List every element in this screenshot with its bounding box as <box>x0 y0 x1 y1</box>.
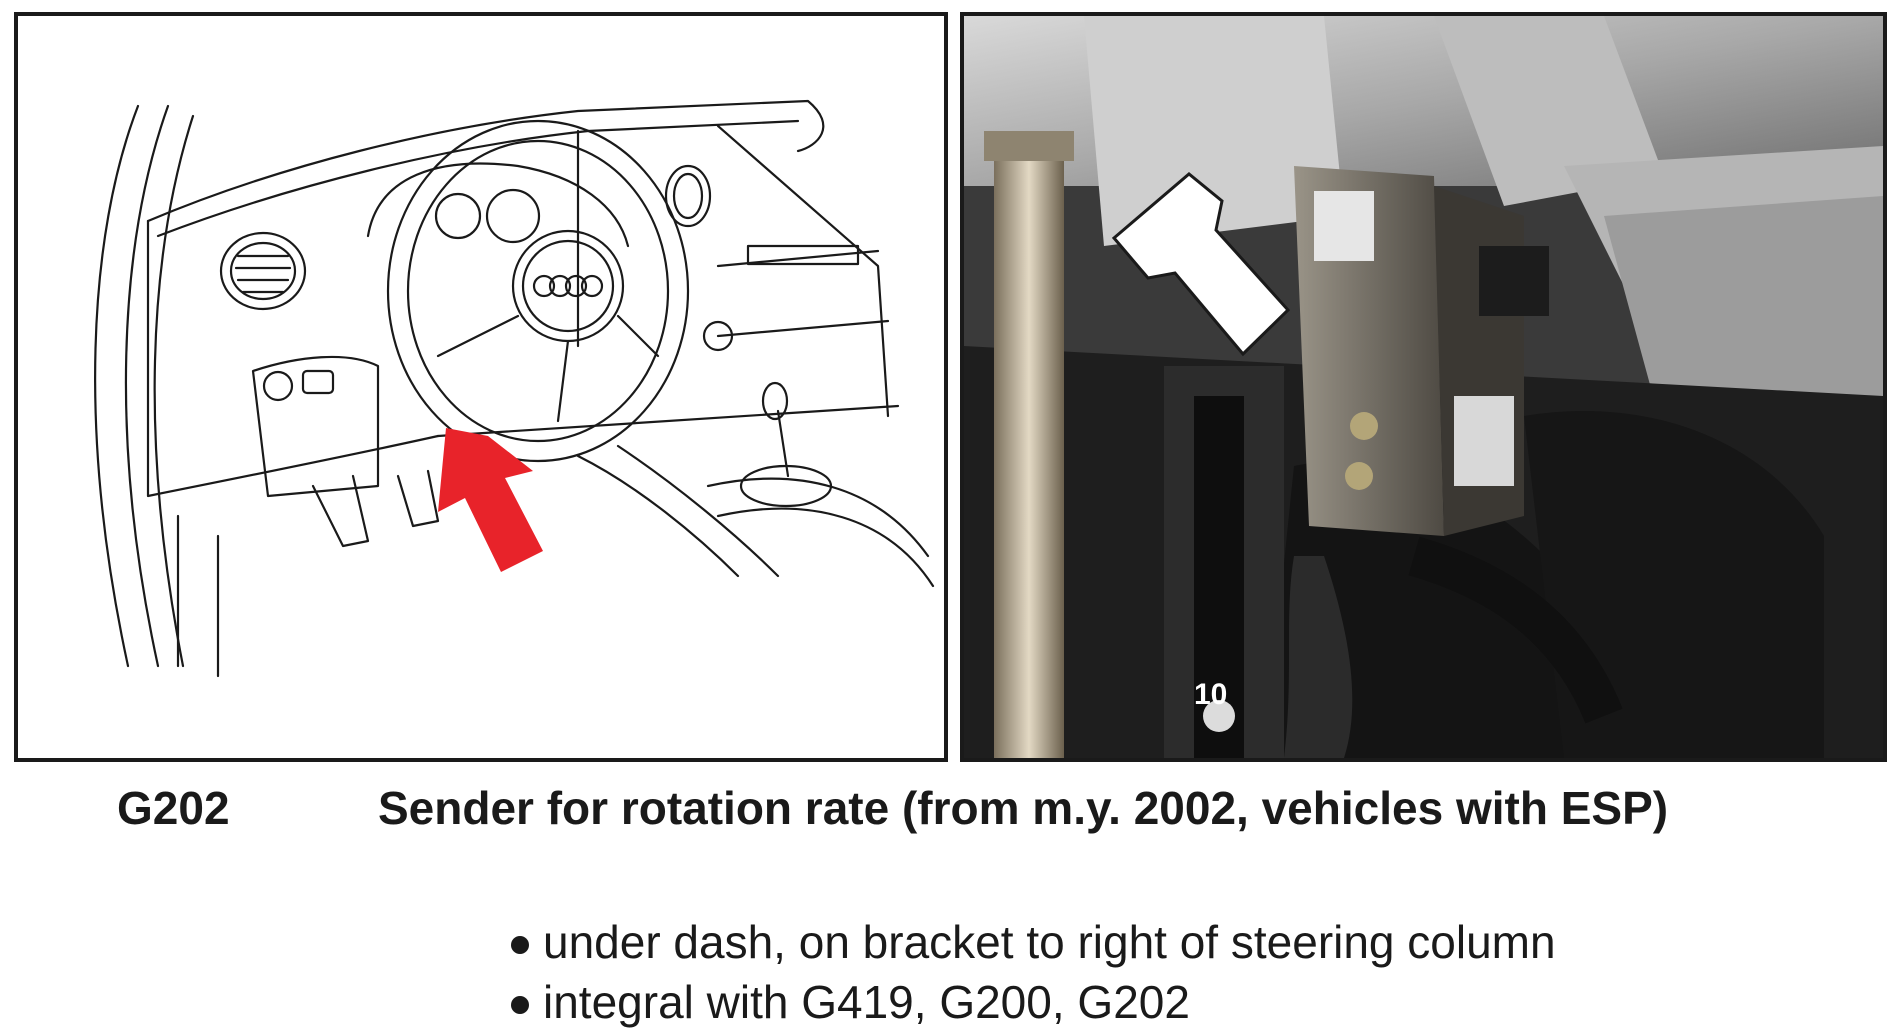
component-code: G202 <box>117 782 230 834</box>
component-description: Sender for rotation rate (from m.y. 2002… <box>378 782 1669 834</box>
note-item: integral with G419, G200, G202 <box>507 972 1556 1032</box>
location-arrow-white <box>1111 172 1291 357</box>
sender-location-photo: 10 <box>960 12 1887 762</box>
note-item: under dash, on bracket to right of steer… <box>507 912 1556 972</box>
sender-photo-illustration: 10 <box>964 16 1883 758</box>
photo-label: 10 <box>1194 678 1227 711</box>
location-arrow-red <box>438 428 543 572</box>
dashboard-line-drawing <box>14 12 948 762</box>
location-notes: under dash, on bracket to right of steer… <box>507 912 1556 1032</box>
dashboard-illustration <box>94 99 935 678</box>
